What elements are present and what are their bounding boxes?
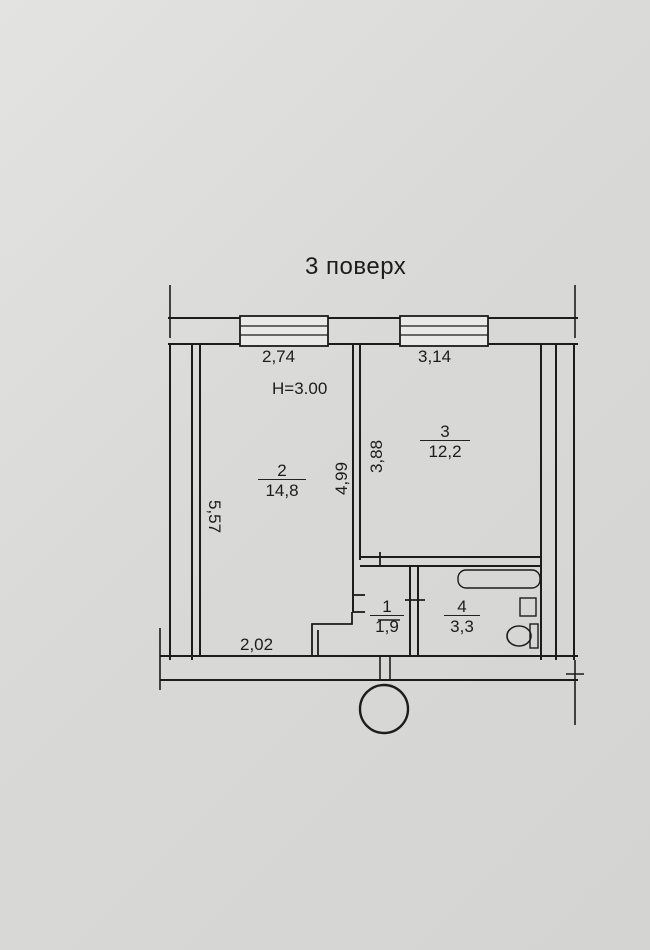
dim-room3-length: 3,88 — [367, 439, 387, 474]
ceiling-height: H=3.00 — [272, 379, 328, 398]
dim-room2-length-right: 4,99 — [332, 461, 352, 496]
dim-room3-width-top: 3,14 — [418, 347, 452, 366]
dim-room2-width-top: 2,74 — [262, 347, 296, 366]
bottom-wall — [159, 628, 584, 725]
room-number: 3 — [440, 422, 450, 441]
room3-bottom-wall — [360, 556, 541, 567]
right-wall — [540, 344, 575, 660]
partition-2-3 — [352, 344, 361, 612]
room-area: 1,9 — [370, 615, 404, 635]
dim-room2-length-left: 5,57 — [205, 499, 225, 534]
dim-room2-width-bottom: 2,02 — [240, 635, 274, 654]
window-room2 — [239, 315, 329, 347]
room-area: 3,3 — [444, 615, 480, 635]
room-2-label: 2 14,8 — [258, 462, 306, 499]
window-room3 — [399, 315, 489, 347]
room-number: 2 — [277, 461, 287, 480]
bathroom-walls — [409, 566, 541, 656]
entrance-circle — [358, 683, 410, 735]
hallway-details — [311, 552, 425, 656]
room-area: 14,8 — [258, 479, 306, 499]
room-4-label: 4 3,3 — [444, 598, 480, 635]
room-number: 4 — [457, 597, 467, 616]
room-area: 12,2 — [420, 440, 470, 460]
floor-label: 3 поверх — [305, 253, 407, 280]
room-1-label: 1 1,9 — [370, 598, 404, 635]
room-3-label: 3 12,2 — [420, 423, 470, 460]
left-wall — [169, 344, 201, 660]
room-number: 1 — [382, 597, 392, 616]
top-wall — [168, 285, 578, 345]
